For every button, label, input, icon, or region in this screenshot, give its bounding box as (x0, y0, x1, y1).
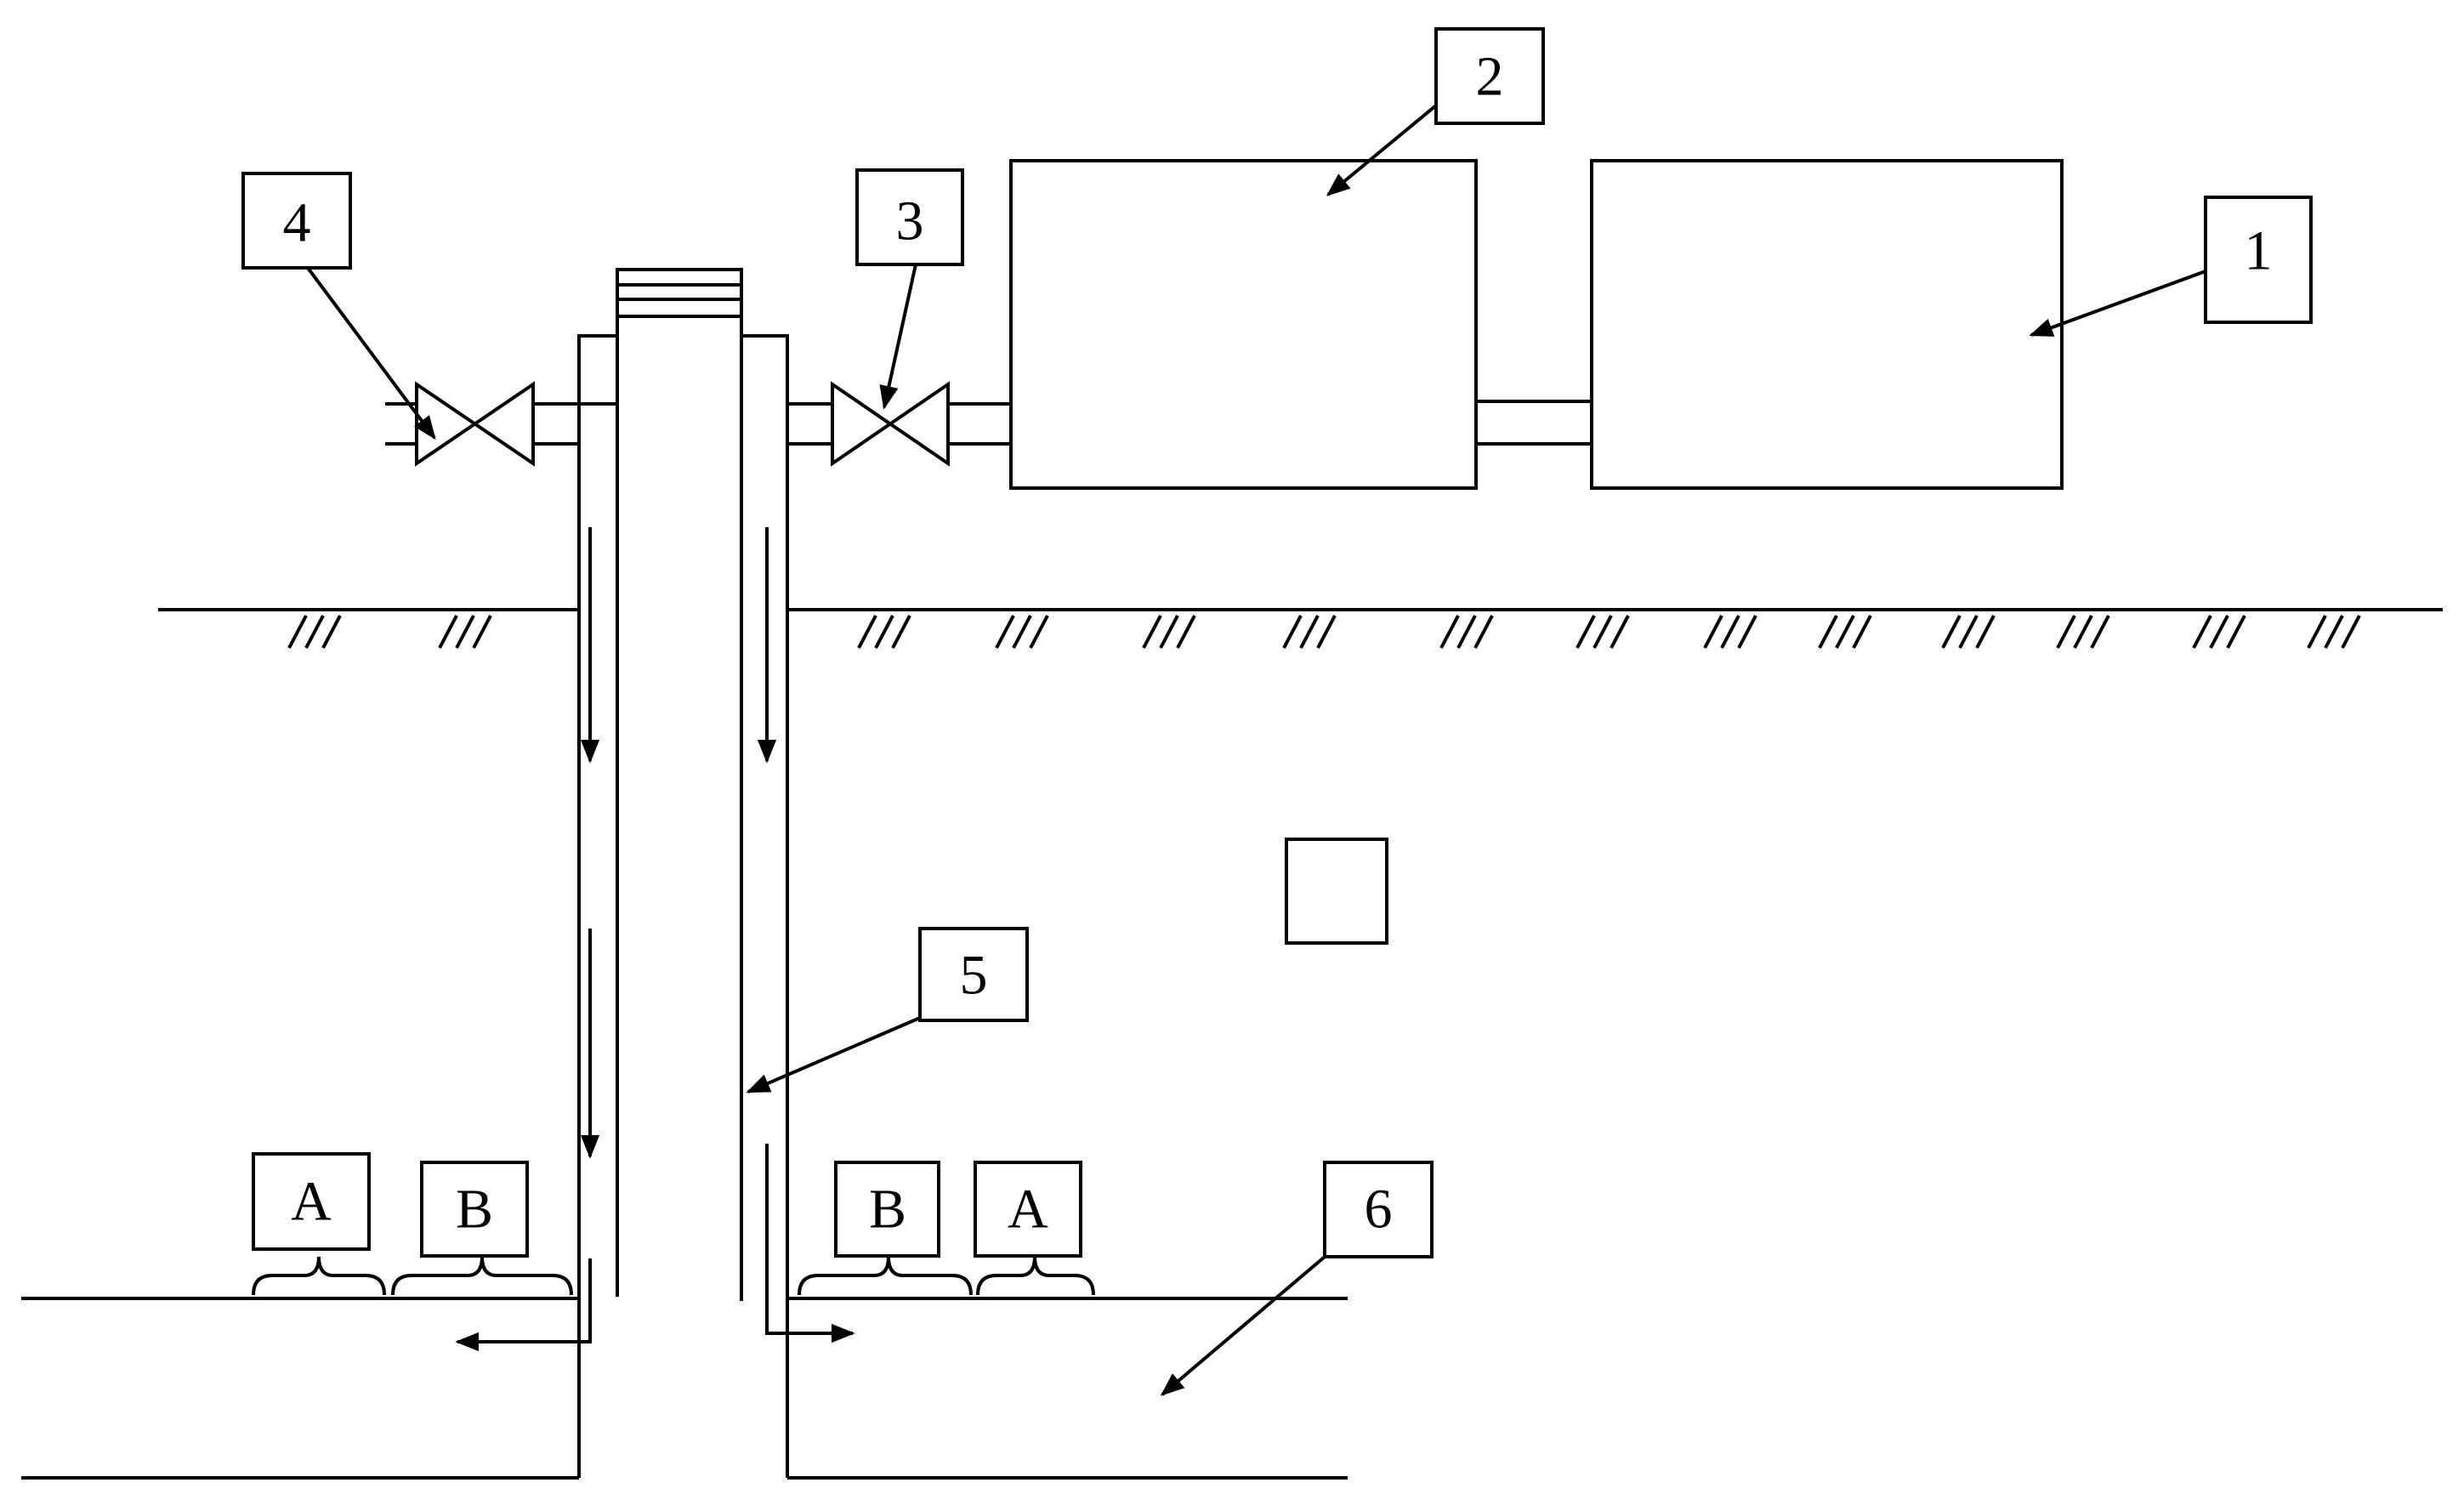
hatch-mark (1818, 615, 1838, 649)
hatch-mark (2341, 615, 2361, 649)
hatch-mark (1282, 615, 1303, 649)
svg-text:2: 2 (1476, 46, 1504, 108)
svg-text:5: 5 (960, 945, 988, 1007)
svg-text:B: B (869, 1179, 906, 1241)
hatch-mark (455, 615, 475, 649)
formation-layer-6 (21, 1297, 1348, 1480)
hatch-mark (1835, 615, 1855, 649)
hatch-mark (1159, 615, 1179, 649)
hatch-mark (1593, 615, 1613, 649)
hatch-mark (2209, 615, 2229, 649)
hatch-mark (1316, 615, 1337, 649)
hatch-mark (874, 615, 894, 649)
zone-brace-a-right (976, 1256, 1095, 1296)
hatch-mark (2073, 615, 2093, 649)
callout-1: 1 (2204, 196, 2313, 324)
hatch-mark (1299, 615, 1320, 649)
svg-text:4: 4 (283, 192, 311, 254)
equipment-box-1 (1590, 159, 2064, 490)
callout-2: 2 (1434, 27, 1545, 125)
pipe-box2-valve3 (948, 402, 1011, 446)
callout-3: 3 (855, 168, 964, 266)
hatch-mark (2307, 615, 2327, 649)
empty-square-marker (1285, 838, 1388, 945)
hatch-mark (2192, 615, 2212, 649)
hatch-mark (438, 615, 458, 649)
hatch-mark (1473, 615, 1494, 649)
equipment-box-2 (1009, 159, 1478, 490)
hatch-mark (1703, 615, 1723, 649)
hatch-mark (1439, 615, 1460, 649)
hatch-mark (1852, 615, 1872, 649)
pipe-valve4-wellhead (533, 402, 617, 446)
svg-text:6: 6 (1365, 1179, 1393, 1241)
valve-4 (415, 381, 535, 467)
tubing-string-5 (616, 316, 743, 1301)
callout-1-leader (2029, 270, 2206, 337)
callout-4-leader (306, 266, 436, 440)
hatch-mark (1720, 615, 1740, 649)
hatch-mark (1975, 615, 1996, 649)
casing-walls (577, 444, 789, 1478)
hatch-mark (321, 615, 342, 649)
callout-6: 6 (1323, 1161, 1434, 1258)
callout-3-leader (879, 264, 917, 410)
pipe-valve4-inlet (385, 402, 417, 446)
hatch-mark (1941, 615, 1962, 649)
hatch-mark (472, 615, 492, 649)
svg-text:A: A (291, 1171, 332, 1233)
valve-3 (831, 381, 950, 467)
zone-label-a-right: A (974, 1161, 1082, 1258)
zone-label-b-right: B (834, 1161, 940, 1258)
hatch-mark (891, 615, 911, 649)
callout-2-leader (1326, 104, 1438, 196)
svg-text:1: 1 (2245, 220, 2273, 282)
hatch-mark (995, 615, 1015, 649)
hatch-mark (857, 615, 877, 649)
zone-brace-b-right (798, 1256, 973, 1296)
hatch-mark (2324, 615, 2344, 649)
svg-text:3: 3 (896, 190, 924, 253)
callout-6-leader (1160, 1255, 1326, 1396)
svg-text:A: A (1008, 1179, 1048, 1241)
zone-brace-a-left (252, 1256, 386, 1296)
zone-label-a-left: A (252, 1152, 371, 1251)
zone-label-b-left: B (420, 1161, 529, 1258)
hatch-mark (1012, 615, 1032, 649)
flow-arrow-left-exit (455, 1258, 592, 1352)
hatch-mark (1958, 615, 1979, 649)
flow-arrow-right-exit (765, 1144, 855, 1343)
hatch-mark (2056, 615, 2076, 649)
callout-4: 4 (241, 172, 352, 270)
hatch-mark (304, 615, 325, 649)
hatch-mark (1029, 615, 1049, 649)
hatch-mark (1610, 615, 1630, 649)
hatch-mark (1737, 615, 1757, 649)
svg-text:B: B (456, 1179, 493, 1241)
hatch-mark (1456, 615, 1477, 649)
wellhead-shoulders (577, 316, 789, 444)
hatch-mark (2226, 615, 2246, 649)
pipe-valve3-wellhead (787, 402, 832, 446)
callout-5: 5 (918, 927, 1029, 1022)
hatch-mark (1575, 615, 1596, 649)
hatch-mark (1142, 615, 1162, 649)
hatch-mark (2090, 615, 2110, 649)
box-connector-pipe (1476, 400, 1592, 446)
callout-5-leader (746, 1016, 921, 1093)
wellhead-cap (616, 268, 743, 318)
ground-hatching (287, 615, 2361, 649)
hatch-mark (1176, 615, 1196, 649)
hatch-mark (287, 615, 308, 649)
zone-brace-b-left (391, 1256, 573, 1296)
